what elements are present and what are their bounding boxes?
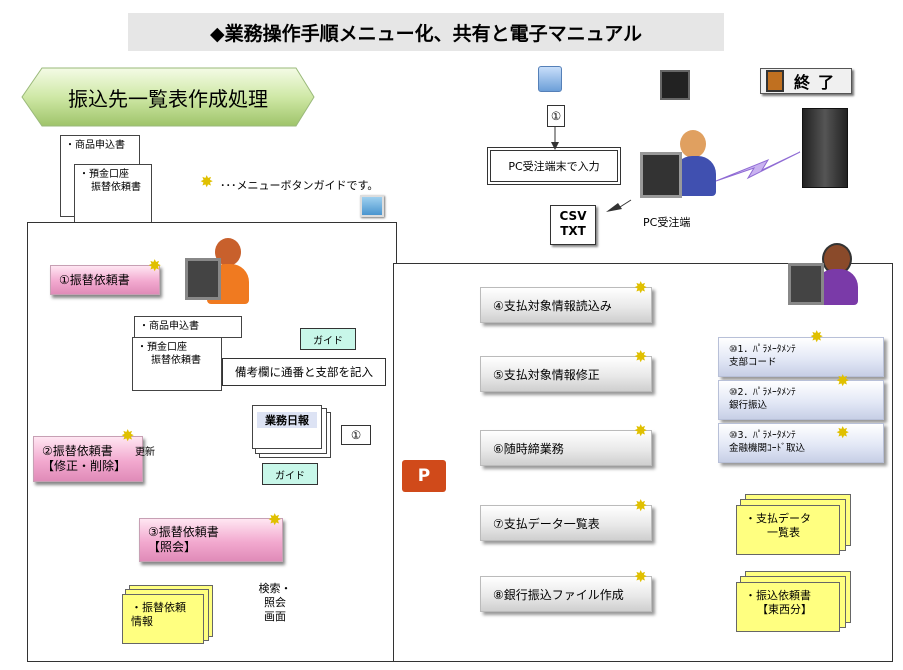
server-icon bbox=[802, 108, 848, 188]
sun-icon: ✸ bbox=[836, 423, 850, 442]
doc-product-application-2: ・商品申込書 bbox=[134, 316, 242, 338]
sun-icon: ✸ bbox=[148, 256, 162, 275]
doc-account-transfer-2: ・預金口座 振替依頼書 bbox=[132, 337, 222, 391]
daily-report-doc: 業務日報 bbox=[252, 405, 322, 449]
sun-icon: ✸ bbox=[121, 426, 135, 445]
btn-param-bank-transfer[interactable]: ⑩2．ﾊﾟﾗﾒｰﾀﾒﾝﾃ銀行振込 bbox=[718, 380, 884, 420]
lightning-icon bbox=[715, 151, 801, 182]
sun-icon: ✸ bbox=[634, 278, 648, 297]
transfer-request-doc: ・振込依頼書【東西分】 bbox=[736, 582, 840, 632]
circle-1-top: ① bbox=[547, 105, 565, 127]
btn-bank-transfer-file[interactable]: ⑧銀行振込ファイル作成 bbox=[480, 576, 652, 612]
sun-icon: ✸ bbox=[810, 327, 824, 346]
circle-1-box: ① bbox=[341, 425, 371, 445]
sun-icon: ✸ bbox=[268, 510, 282, 529]
pc-terminal-icon bbox=[640, 130, 720, 200]
sun-icon: ✸ bbox=[634, 496, 648, 515]
search-screen-label: 検索・照会画面 bbox=[258, 582, 292, 623]
sun-icon: ✸ bbox=[634, 567, 648, 586]
note-box: 備考欄に通番と支部を記入 bbox=[222, 358, 386, 386]
sun-icon: ✸ bbox=[836, 371, 850, 390]
sun-icon: ✸ bbox=[634, 347, 648, 366]
operator-icon bbox=[185, 238, 255, 306]
door-icon bbox=[766, 70, 784, 92]
calculator-icon[interactable] bbox=[538, 66, 562, 92]
sun-icon: ✸ bbox=[634, 421, 648, 440]
legend-text: ･･･メニューボタンガイドです。 bbox=[220, 179, 379, 192]
keypad-icon[interactable] bbox=[660, 70, 690, 100]
btn-load-payment-info[interactable]: ④支払対象情報読込み bbox=[480, 287, 652, 323]
btn-transfer-request[interactable]: ①振替依頼書 bbox=[50, 265, 160, 295]
exit-button[interactable]: 終了 bbox=[760, 68, 852, 94]
sun-icon: ✸ bbox=[200, 172, 214, 191]
btn-edit-payment-info[interactable]: ⑤支払対象情報修正 bbox=[480, 356, 652, 392]
btn-param-bank-code-import[interactable]: ⑩3．ﾊﾟﾗﾒｰﾀﾒﾝﾃ金融機関ｺｰﾄﾞ取込 bbox=[718, 423, 884, 463]
process-title-shape bbox=[21, 67, 315, 127]
pc-terminal-label: PC受注端 bbox=[643, 216, 691, 229]
transfer-info-doc: ・振替依頼情報 bbox=[122, 594, 204, 644]
process-title: 振込先一覧表作成処理 bbox=[68, 86, 268, 111]
btn-transfer-request-view[interactable]: ③振替依頼書【照会】 bbox=[139, 518, 283, 562]
note-icon[interactable] bbox=[360, 195, 384, 217]
guide-box-1[interactable]: ガイド bbox=[300, 328, 356, 350]
pc-input-box: PC受注端末で入力 bbox=[487, 147, 621, 185]
guide-box-2[interactable]: ガイド bbox=[262, 463, 318, 485]
btn-payment-list[interactable]: ⑦支払データ一覧表 bbox=[480, 505, 652, 541]
update-label: 更新 bbox=[135, 447, 155, 458]
btn-param-branch-code[interactable]: ⑩1．ﾊﾟﾗﾒｰﾀﾒﾝﾃ支部コード bbox=[718, 337, 884, 377]
btn-transfer-request-edit[interactable]: ②振替依頼書【修正・削除】 bbox=[33, 436, 143, 482]
payment-list-doc: ・支払データ一覧表 bbox=[736, 505, 840, 555]
operator-headset-icon bbox=[788, 243, 860, 305]
powerpoint-icon[interactable]: P bbox=[402, 460, 446, 492]
btn-closing[interactable]: ⑥随時締業務 bbox=[480, 430, 652, 466]
page-title: ◆業務操作手順メニュー化、共有と電子マニュアル bbox=[128, 13, 724, 51]
